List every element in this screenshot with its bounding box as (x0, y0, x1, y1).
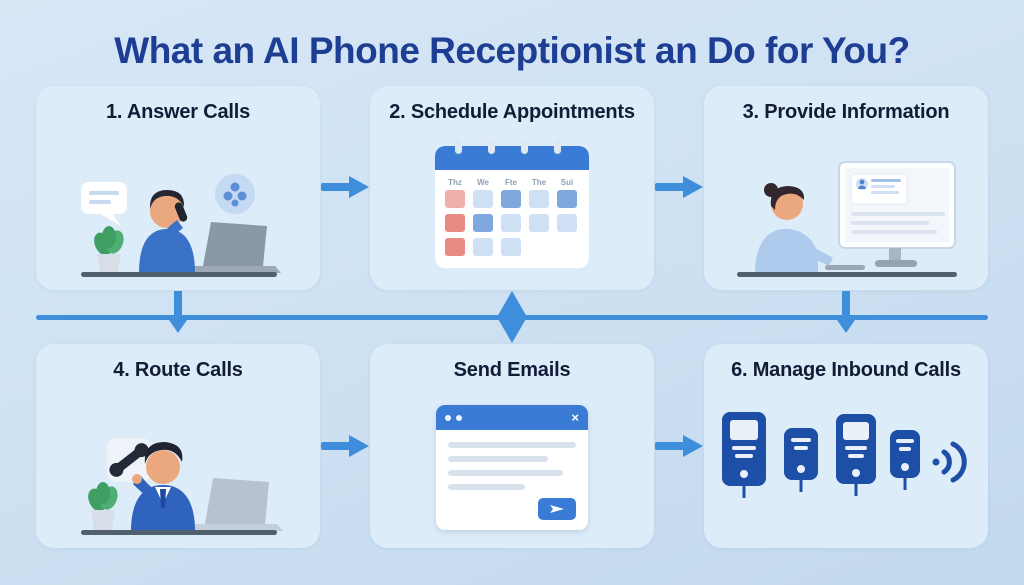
flow-arrow-right-3 (321, 435, 369, 457)
email-titlebar: × (436, 405, 588, 430)
provide-information-illustration (737, 161, 957, 277)
device-button (852, 469, 860, 477)
card-title-answer-calls: 1. Answer Calls (105, 101, 251, 123)
answer-calls-illustration (81, 174, 281, 277)
device-line (735, 454, 753, 458)
card-send-emails: Send Emails × (370, 344, 654, 548)
receptionist-person (139, 190, 195, 273)
flow-arrow-right-2 (655, 176, 703, 198)
flow-arrow-down-left (167, 291, 189, 333)
plant-icon (88, 482, 118, 530)
device-button (797, 465, 805, 473)
card-answer-calls: 1. Answer Calls (36, 86, 320, 290)
calendar-day-label: The (532, 178, 547, 187)
phone-handset-icon (174, 202, 188, 222)
schedule-appointments-illustration: Thz We Fte The Sui (435, 138, 589, 268)
phone-devices (720, 406, 972, 534)
flow-diamond-connector (497, 291, 527, 343)
card-title-provide-information: 3. Provide Information (742, 101, 950, 123)
card-schedule-appointments: 2. Schedule Appointments Thz We Fte The … (370, 86, 654, 290)
laptop-icon (187, 222, 281, 273)
call-routing-card (107, 438, 151, 482)
send-button (538, 498, 576, 520)
send-arrow-icon (550, 505, 564, 513)
card-provide-information: 3. Provide Information (704, 86, 988, 290)
card-title-schedule-appointments: 2. Schedule Appointments (389, 101, 635, 123)
phone-device-icon (836, 414, 876, 484)
calendar-day-label: We (477, 178, 489, 187)
operator-person (131, 442, 195, 531)
phone-device-icon (890, 430, 920, 478)
send-emails-illustration: × (436, 405, 588, 530)
route-calls-illustration (81, 438, 283, 535)
email-window: × (436, 405, 588, 530)
device-line (896, 439, 914, 443)
calendar-icon: Thz We Fte The Sui (435, 138, 589, 268)
plant-icon (94, 226, 124, 272)
desk (81, 530, 277, 535)
calendar-day-label: Fte (505, 178, 518, 187)
text-line (448, 470, 564, 476)
flow-arrow-right-4 (655, 435, 703, 457)
calendar-day-label: Sui (561, 178, 573, 187)
monitor-icon (838, 161, 956, 267)
device-line (845, 446, 867, 450)
device-screen (730, 420, 758, 440)
text-line (448, 484, 525, 490)
speech-bubble-icon (81, 182, 127, 226)
desk (737, 272, 957, 277)
card-title-manage-inbound-calls: 6. Manage Inbound Calls (731, 359, 961, 381)
card-route-calls: 4. Route Calls (36, 344, 320, 548)
page-title: What an AI Phone Receptionist an Do for … (114, 30, 910, 71)
calendar-day-label: Thz (448, 178, 462, 187)
manage-inbound-calls-illustration (720, 406, 972, 534)
card-title-route-calls: 4. Route Calls (113, 359, 243, 381)
card-manage-inbound-calls: 6. Manage Inbound Calls (704, 344, 988, 548)
agent-person (755, 183, 833, 273)
phone-device-icon (722, 412, 766, 486)
keyboard-icon (825, 265, 865, 270)
flow-arrow-down-right (835, 291, 857, 333)
close-icon: × (571, 410, 579, 425)
handset-icon (109, 443, 149, 477)
text-line (448, 456, 548, 462)
device-line (848, 454, 864, 458)
card-title-send-emails: Send Emails (453, 359, 571, 381)
flow-arrow-right-1 (321, 176, 369, 198)
signal-waves-icon (932, 441, 967, 483)
device-screen (843, 422, 869, 440)
device-line (794, 446, 808, 450)
device-line (899, 447, 911, 451)
device-button (740, 470, 748, 478)
window-dot-icon (456, 414, 462, 421)
window-dot-icon (445, 414, 451, 421)
laptop-icon (189, 478, 283, 531)
desk (81, 272, 277, 277)
email-body (436, 430, 588, 530)
chat-bubble-icon (215, 174, 255, 214)
device-line (732, 446, 756, 450)
device-line (791, 438, 811, 442)
device-button (901, 463, 909, 471)
phone-device-icon (784, 428, 818, 480)
text-line (448, 442, 576, 448)
